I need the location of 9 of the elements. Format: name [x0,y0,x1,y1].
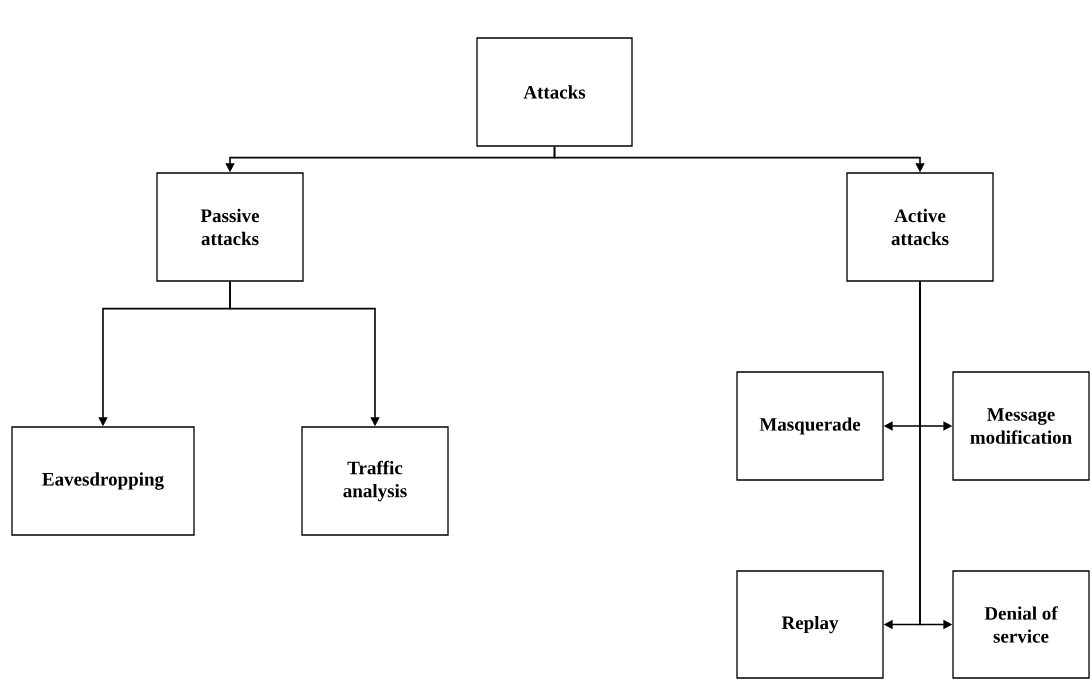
box: Message modification [952,371,1090,481]
box: Masquerade [736,371,884,481]
box: Active attacks [846,172,994,282]
box: Eavesdropping [11,426,195,536]
box: Denial of service [952,570,1090,679]
box: Attacks [476,37,633,147]
box: Passive attacks [156,172,304,282]
box: Traffic analysis [301,426,449,536]
box: Replay [736,570,884,679]
